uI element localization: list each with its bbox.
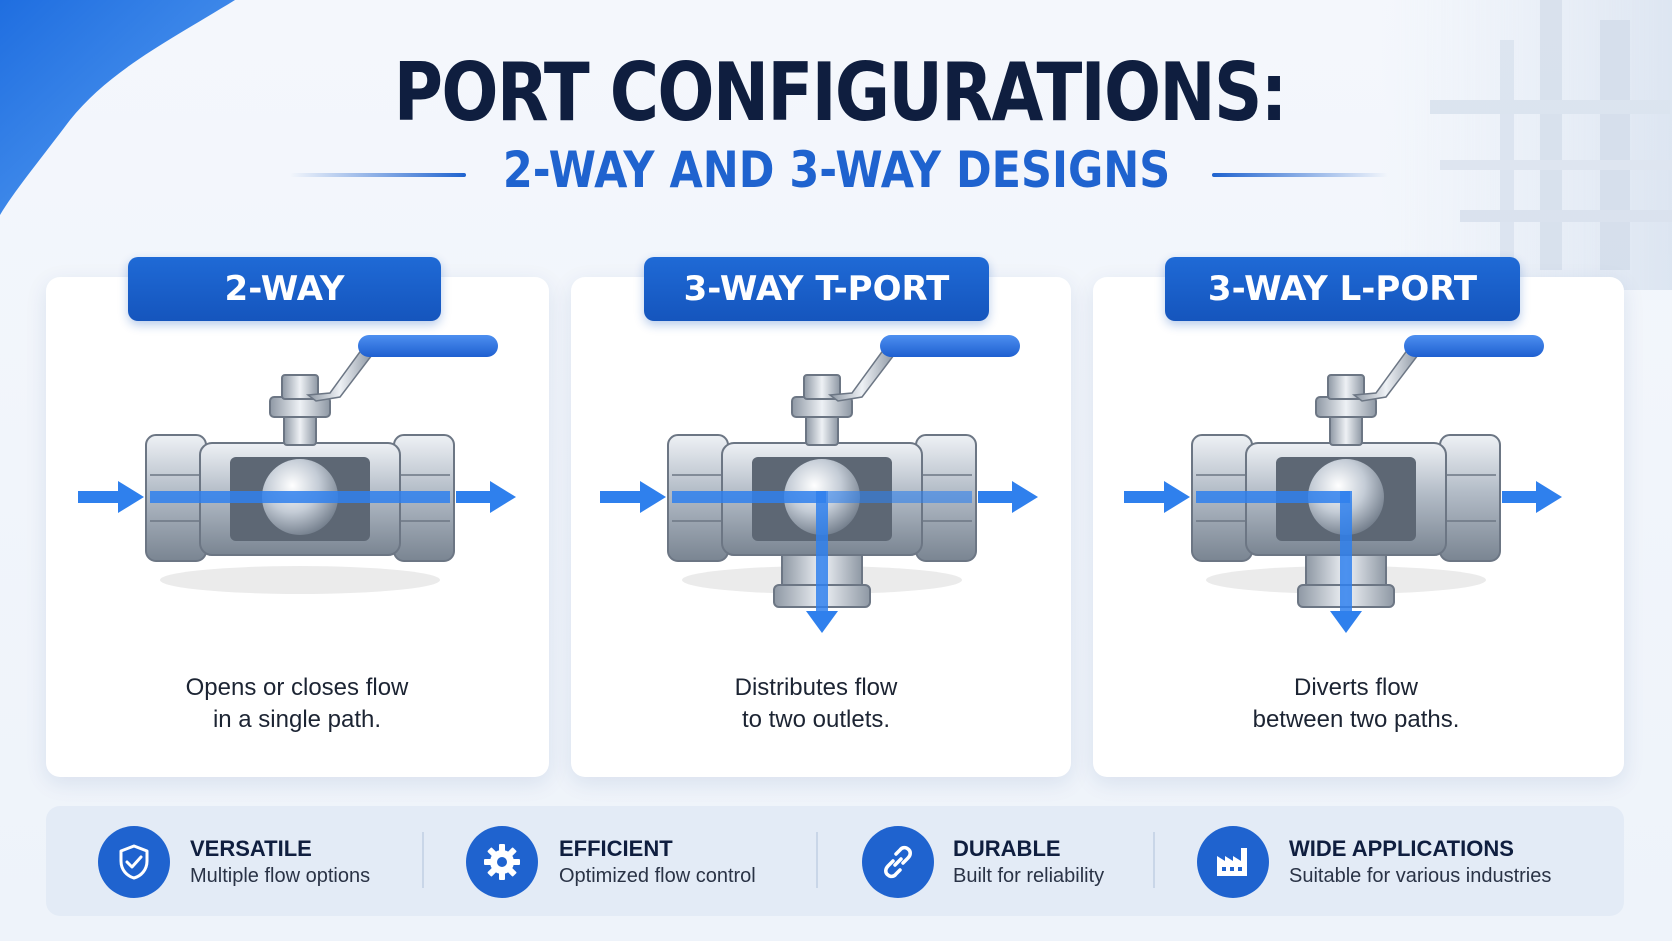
- feature-divider: [422, 832, 424, 888]
- valve-l-port-illustration: [1124, 335, 1562, 633]
- feature-subtitle-versatile: Multiple flow options: [190, 865, 371, 887]
- feature-title-versatile: VERSATILE: [190, 836, 312, 861]
- feature-divider: [816, 832, 818, 888]
- feature-subtitle-wide-applications: Suitable for various industries: [1289, 865, 1552, 887]
- card-label-2-way: 2-WAY: [128, 257, 441, 321]
- card-description-2-way: Opens or closes flow in a single path.: [97, 672, 497, 736]
- features-bar: [46, 806, 1624, 916]
- chain-link-icon: [862, 826, 934, 898]
- feature-title-wide-applications: WIDE APPLICATIONS: [1289, 836, 1514, 861]
- description-line: between two paths.: [1252, 706, 1460, 733]
- card-description-3-way-l-port: Diverts flow between two paths.: [1156, 672, 1556, 736]
- subtitle-line-right: [1212, 173, 1388, 177]
- feature-title-durable: DURABLE: [953, 836, 1061, 861]
- description-line: to two outlets.: [741, 706, 891, 733]
- valve-t-port-illustration: [600, 335, 1038, 633]
- industrial-backdrop: [1380, 0, 1672, 290]
- card-label-3-way-l-port: 3-WAY L-PORT: [1165, 257, 1520, 321]
- card-label-3-way-t-port: 3-WAY T-PORT: [644, 257, 989, 321]
- factory-icon: [1197, 826, 1269, 898]
- description-line: Opens or closes flow: [185, 674, 409, 701]
- description-line: Diverts flow: [1293, 674, 1419, 701]
- feature-title-efficient: EFFICIENT: [559, 836, 673, 861]
- page-subtitle: 2-WAY AND 3-WAY DESIGNS: [502, 141, 1171, 199]
- description-line: in a single path.: [212, 706, 382, 733]
- feature-subtitle-durable: Built for reliability: [953, 865, 1105, 887]
- corner-wave: [0, 0, 235, 215]
- gear-icon: [466, 826, 538, 898]
- page-title: PORT CONFIGURATIONS:: [393, 46, 1288, 139]
- description-line: Distributes flow: [734, 674, 898, 701]
- shield-check-icon: [98, 826, 170, 898]
- valve-2-way-illustration: [78, 335, 516, 594]
- card-description-3-way-t-port: Distributes flow to two outlets.: [616, 672, 1016, 736]
- subtitle-line-left: [290, 173, 466, 177]
- feature-subtitle-efficient: Optimized flow control: [559, 865, 756, 887]
- feature-divider: [1153, 832, 1155, 888]
